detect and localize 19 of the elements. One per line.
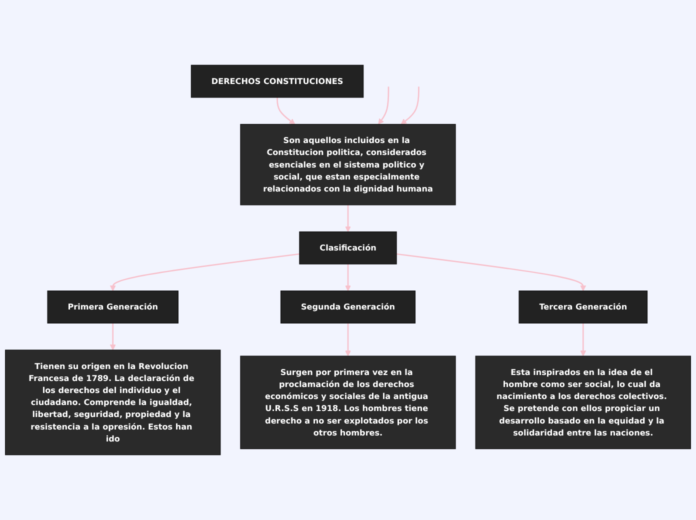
node-box: Primera Generación: [47, 290, 178, 324]
arrow: [580, 323, 586, 356]
node-box: Esta inspirados en la idea de el hombre como ser social, lo cual da nacimiento a los derechos colectivos. Se pretende con ellos propiciar un desarrollo basado en la equidad y la solidaridad entre las naciones.: [475, 356, 691, 450]
node-box: Son aquellos incluidos en la Constitucion politica, considerados esenciales en el sistema politico y social, que estan especialmente relacionados con la dignidad humana: [240, 124, 456, 206]
arrow: [110, 253, 300, 292]
node-box: Segunda Generación: [280, 290, 416, 324]
arrow: [110, 323, 116, 350]
node-box: Tienen su origen en la Revolucion Francesa de 1789. La declaración de los derechos del individuo y el ciudadano. Comprende la igualdad, libertad, seguridad, propiedad y la resistencia a la opresión. Estos han ido: [5, 350, 221, 456]
arrow: [400, 86, 420, 125]
node-box: Clasificación: [299, 231, 397, 264]
node-box: Surgen por primera vez en la proclamación de los derechos económicos y sociales de la antigua U.R.S.S en 1918. Los hombres tiene derecho a no ser explotados por los otros hombres.: [240, 356, 456, 450]
node-box: DERECHOS CONSTITUCIONES: [190, 64, 364, 98]
arrow: [345, 323, 351, 356]
arrow: [276, 97, 296, 125]
node-box: Tercera Generación: [518, 290, 648, 324]
arrow: [345, 264, 351, 292]
arrow: [345, 204, 351, 232]
arrow: [396, 253, 586, 292]
arrow: [378, 86, 390, 125]
